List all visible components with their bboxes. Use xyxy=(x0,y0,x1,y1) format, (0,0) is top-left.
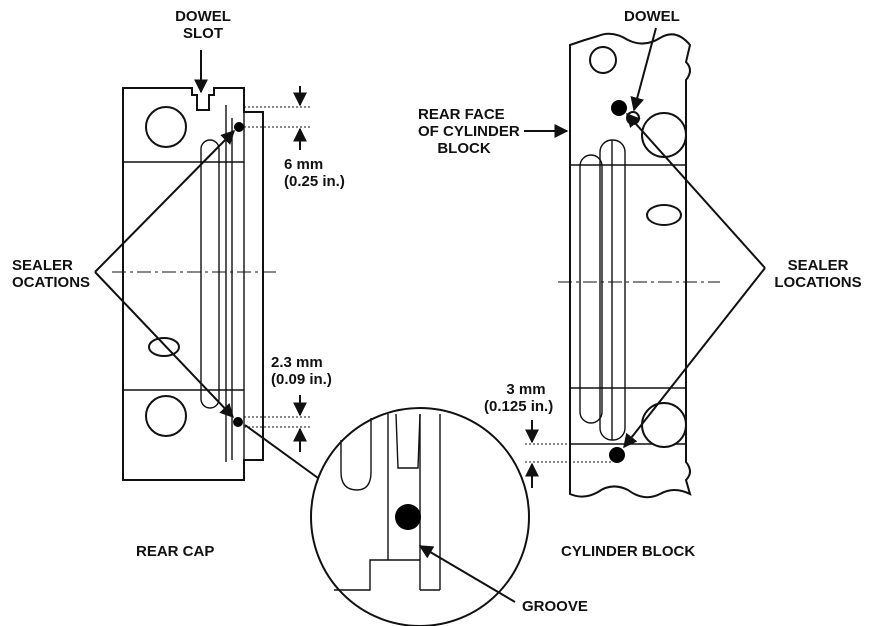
label-dowel: DOWEL xyxy=(624,8,680,25)
label-rear-face: REAR FACE OF CYLINDER BLOCK xyxy=(418,106,520,157)
label-dowel-slot: DOWEL SLOT xyxy=(166,8,240,42)
sealer-dot-rear-cap-bottom xyxy=(233,417,243,427)
sealer-right-line1: SEALER xyxy=(787,257,849,274)
sealer-dot-block-bottom xyxy=(609,447,625,463)
cylinder-block-dimensions xyxy=(525,420,612,488)
dim-top-in: (0.25 in.) xyxy=(284,173,345,190)
label-dim-right: 3 mm (0.125 in.) xyxy=(484,381,568,415)
dim-mid-in: (0.09 in.) xyxy=(271,371,332,388)
dim-top-mm: 6 mm xyxy=(284,156,324,173)
groove-detail-circle xyxy=(244,407,530,626)
sealer-left-line1: SEALER xyxy=(12,257,73,274)
sealer-dot-rear-cap-top xyxy=(234,122,244,132)
sealer-right-line2: LOCATIONS xyxy=(774,274,862,291)
label-sealer-left: SEALER OCATIONS xyxy=(12,257,90,291)
dowel-slot-line2: SLOT xyxy=(183,25,223,42)
label-groove: GROOVE xyxy=(522,598,588,615)
rear-cap-drawing xyxy=(112,87,280,481)
dim-right-in: (0.125 in.) xyxy=(484,398,554,415)
sealer-right-leaders xyxy=(623,112,766,449)
label-cylinder-block: CYLINDER BLOCK xyxy=(561,543,696,560)
sealer-dot-detail xyxy=(395,504,421,530)
rear-cap-dimensions xyxy=(244,86,312,452)
label-dim-mid: 2.3 mm (0.09 in.) xyxy=(271,354,332,388)
dim-right-mm: 3 mm xyxy=(506,381,546,398)
rear-face-line2: OF CYLINDER xyxy=(418,123,520,140)
sealer-dot-block-top xyxy=(611,100,627,116)
label-dim-top: 6 mm (0.25 in.) xyxy=(284,156,345,190)
dowel-arrow xyxy=(630,27,657,112)
label-rear-cap: REAR CAP xyxy=(136,543,215,560)
dowel-slot-line1: DOWEL xyxy=(175,8,231,25)
dowel-pin xyxy=(626,111,640,125)
rear-face-line3: BLOCK xyxy=(437,140,491,157)
rear-face-line1: REAR FACE xyxy=(418,106,505,123)
label-sealer-right: SEALER LOCATIONS xyxy=(770,257,866,291)
sealer-left-leaders xyxy=(94,130,235,419)
dim-mid-mm: 2.3 mm xyxy=(271,354,323,371)
sealer-left-line2: OCATIONS xyxy=(12,274,91,291)
